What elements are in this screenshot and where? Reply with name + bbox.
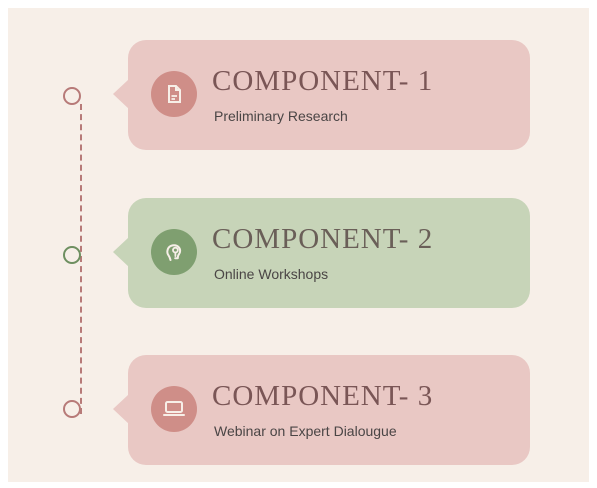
laptop-icon-svg [163, 401, 185, 416]
component-subtitle: Online Workshops [214, 266, 329, 282]
laptop-icon [151, 386, 197, 432]
timeline-node-1 [63, 87, 81, 105]
component-title: COMPONENT- 1 [212, 65, 434, 97]
component-card-1: COMPONENT- 1 Preliminary Research [113, 40, 530, 150]
idea-head-icon [151, 229, 197, 275]
timeline-connector [80, 104, 82, 414]
timeline-node-3 [63, 400, 81, 418]
component-card-2: COMPONENT- 2 Online Workshops [113, 198, 530, 308]
component-title: COMPONENT- 2 [212, 223, 434, 255]
timeline-node-2 [63, 246, 81, 264]
component-timeline-diagram: COMPONENT- 1 Preliminary Research COMPON… [8, 8, 589, 482]
idea-head-icon-svg [165, 243, 181, 261]
component-card-3: COMPONENT- 3 Webinar on Expert Dialougue [113, 355, 530, 465]
component-subtitle: Preliminary Research [214, 108, 348, 124]
component-title: COMPONENT- 3 [212, 380, 434, 412]
card-pointer [113, 79, 129, 109]
card-pointer [113, 237, 129, 267]
component-subtitle: Webinar on Expert Dialougue [214, 423, 397, 439]
document-icon-svg [168, 85, 181, 103]
card-pointer [113, 394, 129, 424]
document-icon [151, 71, 197, 117]
